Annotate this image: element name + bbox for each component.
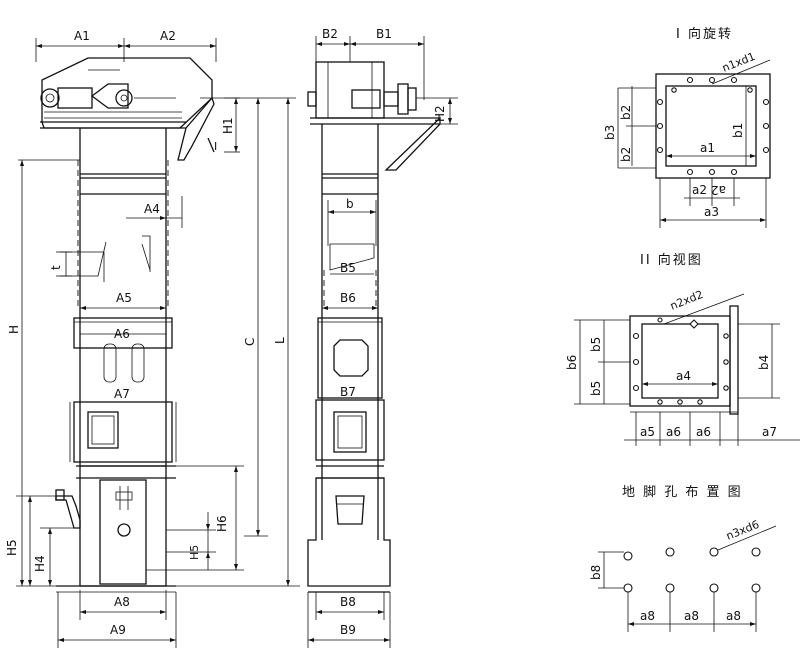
flange-i-a2-left: a2 [692, 183, 707, 197]
flange-ii-b5-bot: b5 [589, 381, 603, 396]
front-head: I H1 [40, 57, 240, 161]
anchor-a8-2: a8 [684, 609, 699, 623]
dim-c: C [243, 338, 257, 346]
dim-a7: A7 [114, 387, 130, 401]
dim-h2: H2 [433, 105, 447, 122]
dim-b8: B8 [340, 595, 356, 609]
dim-b2: B2 [322, 27, 338, 41]
anchor-b8: b8 [589, 565, 603, 580]
anchor-hole-view: 地 脚 孔 布 置 图 n3xd6 b8 a8 a8 a8 [589, 484, 777, 632]
dim-i-marker: I [214, 140, 217, 153]
dim-b5: B5 [340, 261, 356, 275]
dim-a6: A6 [114, 327, 130, 341]
front-boot: A8 A9 [55, 465, 177, 648]
dim-a1: A1 [74, 29, 90, 43]
dim-a4: A4 [144, 202, 160, 216]
dim-h5-right: H5 [188, 545, 201, 560]
front-left-dims: H H5 H4 [5, 160, 76, 587]
flange-ii-a5: a5 [640, 425, 655, 439]
dim-a2: A2 [160, 29, 176, 43]
anchor-a8-3: a8 [726, 609, 741, 623]
flange-ii-b6: b6 [565, 355, 579, 370]
flange-ii-bolts: n2xd2 [668, 288, 705, 313]
anchor-a8-1: a8 [640, 609, 655, 623]
flange-i-a2-right: a2 [711, 183, 726, 197]
dim-h1: H1 [221, 117, 235, 134]
flange-i-b2-top: b2 [619, 105, 633, 120]
dim-b: b [346, 197, 354, 211]
flange-ii-view: II 向视图 n2xd2 b6 b5 b5 b4 a4 [565, 252, 800, 446]
dim-h: H [7, 325, 21, 334]
dim-b1: B1 [376, 27, 392, 41]
flange-i-b3: b3 [603, 125, 617, 140]
flange-i-a1: a1 [700, 141, 715, 155]
dim-a8: A8 [114, 595, 130, 609]
flange-i-a3: a3 [704, 205, 719, 219]
dim-t: t [49, 265, 63, 270]
dim-h4: H4 [33, 555, 47, 572]
front-view: A1 A2 I [5, 29, 244, 648]
flange-ii-a7: a7 [762, 425, 777, 439]
dim-a5: A5 [116, 291, 132, 305]
flange-i-title: I 向旋转 [676, 26, 733, 42]
front-right-dims: H6 H5 [146, 465, 244, 571]
overall-dims: C L [176, 97, 300, 587]
anchor-bolts: n3xd6 [724, 518, 761, 543]
flange-ii-a6-left: a6 [666, 425, 681, 439]
dim-a9: A9 [110, 623, 126, 637]
front-trunk: A4 t A5 A6 A7 [18, 128, 183, 466]
flange-i-view: I 向旋转 n1xd1 b3 b2 b2 b1 a1 a2 [603, 26, 771, 228]
dim-b6: B6 [340, 291, 356, 305]
flange-ii-a6-right: a6 [696, 425, 711, 439]
side-view: B2 B1 H2 b B5 [307, 27, 458, 648]
front-top-dimension: A1 A2 [35, 29, 217, 62]
flange-ii-title: II 向视图 [640, 252, 703, 268]
dim-l: L [273, 337, 287, 344]
flange-ii-b4: b4 [757, 355, 771, 370]
flange-i-b1: b1 [731, 123, 745, 138]
flange-ii-b5-top: b5 [589, 337, 603, 352]
anchor-title: 地 脚 孔 布 置 图 [622, 484, 743, 500]
flange-ii-a4: a4 [676, 369, 691, 383]
dim-h5: H5 [5, 539, 19, 556]
flange-i-b2-bot: b2 [619, 147, 633, 162]
dim-b9: B9 [340, 623, 356, 637]
dim-b7: B7 [340, 385, 356, 399]
dim-h6: H6 [215, 515, 229, 532]
flange-i-bolts: n1xd1 [720, 50, 757, 75]
